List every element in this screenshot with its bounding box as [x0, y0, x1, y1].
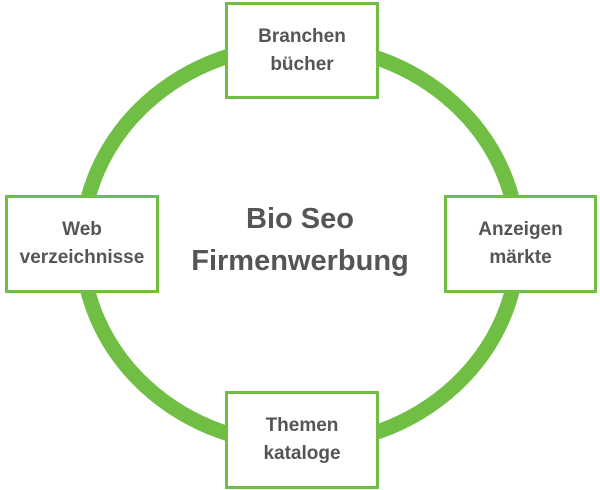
center-title: Bio Seo Firmenwerbung — [180, 198, 420, 282]
node-webverzeichnisse: Web verzeichnisse — [5, 195, 159, 293]
node-branchenbuecher: Branchen bücher — [225, 2, 379, 99]
node-label: märkte — [489, 247, 552, 268]
node-label: verzeichnisse — [19, 247, 145, 268]
center-title-line2: Firmenwerbung — [191, 245, 409, 277]
node-label: Anzeigen — [478, 219, 563, 240]
node-label: kataloge — [263, 443, 341, 464]
node-anzeigenmaerkte: Anzeigen märkte — [444, 195, 597, 293]
node-themenkataloge: Themen kataloge — [225, 391, 379, 489]
center-title-line1: Bio Seo — [246, 203, 354, 235]
node-label: Web — [62, 219, 102, 240]
node-label: Themen — [265, 415, 339, 436]
node-label: bücher — [270, 53, 334, 75]
node-label: Branchen — [258, 25, 346, 47]
